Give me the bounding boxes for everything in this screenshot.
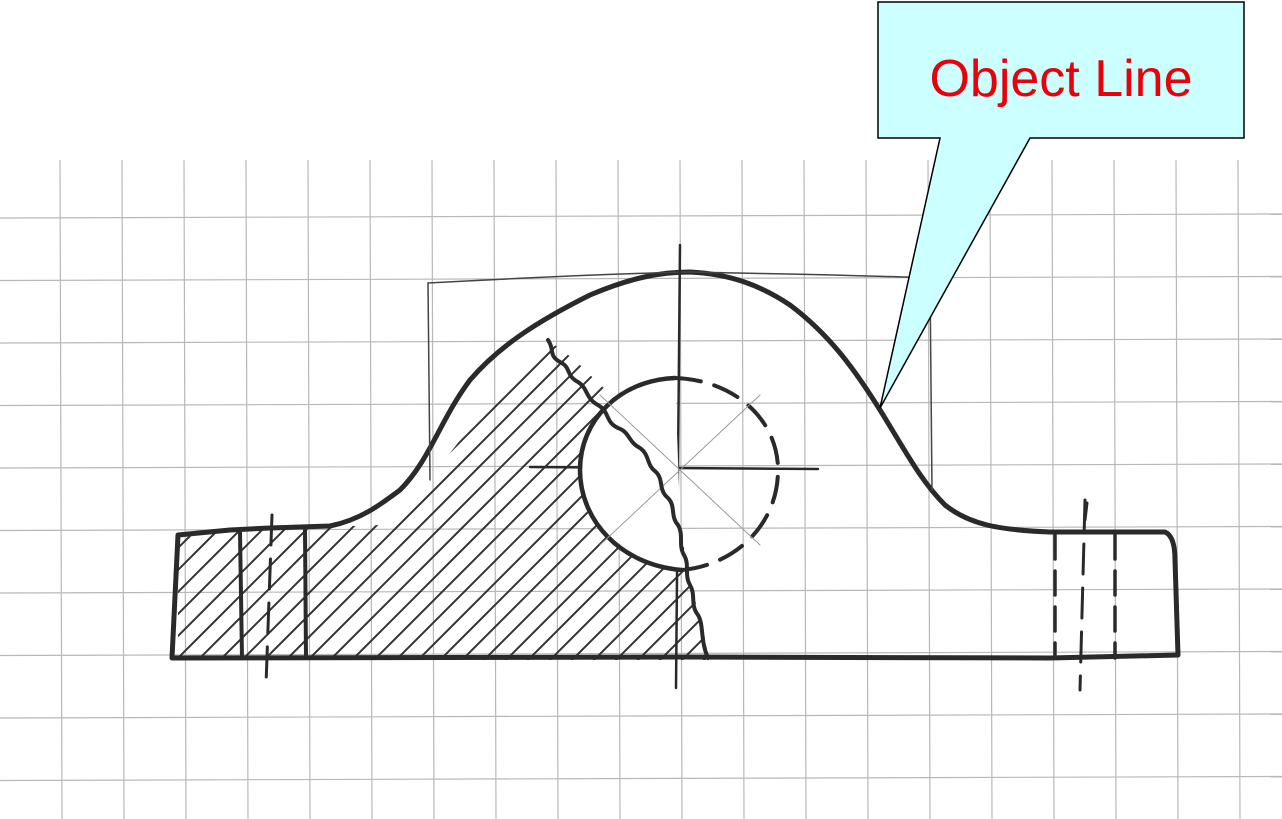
- grid-line-vertical: [369, 159, 373, 819]
- grid-line-vertical: [1237, 159, 1241, 819]
- right-bolt-tick: [1083, 501, 1089, 522]
- grid-line-vertical: [803, 159, 807, 819]
- hatch-line: [223, 340, 675, 660]
- grid-line-vertical: [307, 159, 311, 819]
- hatch-line: [597, 340, 708, 660]
- bore-construction-diagonal-b: [599, 394, 761, 546]
- grid-line-vertical: [183, 159, 187, 819]
- grid-line-vertical: [555, 159, 559, 819]
- hatch-line: [531, 340, 708, 660]
- grid-line-vertical: [431, 159, 435, 819]
- grid-line-vertical: [1051, 159, 1055, 819]
- grid-line-vertical: [245, 159, 249, 819]
- grid-line-horizontal: [0, 775, 1282, 782]
- hatch-line: [289, 340, 708, 660]
- hatch-line: [619, 340, 708, 660]
- grid-line-vertical: [121, 159, 125, 819]
- construction-line-top: [427, 271, 931, 284]
- grid-line-vertical: [741, 159, 745, 819]
- hatch-line: [245, 340, 697, 660]
- callout-label: Object Line: [929, 50, 1192, 108]
- grid-line-vertical: [493, 159, 497, 819]
- callout-box: [877, 1, 1245, 409]
- grid-line-vertical: [59, 159, 63, 819]
- part-sketch: [169, 243, 1181, 692]
- bore-visible-arc: [577, 375, 685, 573]
- right-bolt-centerline: [1078, 498, 1087, 692]
- construction-line-left: [427, 282, 431, 481]
- grid-line-horizontal: [0, 650, 1282, 657]
- left-bolt-hole-wall-a: [238, 530, 244, 660]
- hatch-line: [487, 340, 708, 660]
- hatch-line: [333, 340, 708, 660]
- grid-line-horizontal: [0, 213, 1282, 219]
- break-line: [546, 338, 710, 660]
- grid-line-horizontal: [0, 713, 1282, 719]
- object-line-callout: Object Line: [877, 1, 1245, 409]
- grid-line-horizontal: [0, 338, 1282, 344]
- grid-line-vertical: [1175, 159, 1179, 819]
- hatch-line: [509, 340, 708, 660]
- grid-line-vertical: [865, 159, 869, 819]
- hatch-line: [553, 340, 708, 660]
- hatch-line: [575, 340, 708, 660]
- hatch-line: [267, 340, 708, 660]
- hatch-line: [311, 340, 708, 660]
- grid-line-vertical: [989, 159, 993, 819]
- grid-line-vertical: [1113, 159, 1117, 819]
- left-bolt-centerline: [264, 513, 274, 687]
- left-bolt-hole-wall-b: [303, 528, 308, 660]
- bore-hidden-arc: [673, 376, 780, 572]
